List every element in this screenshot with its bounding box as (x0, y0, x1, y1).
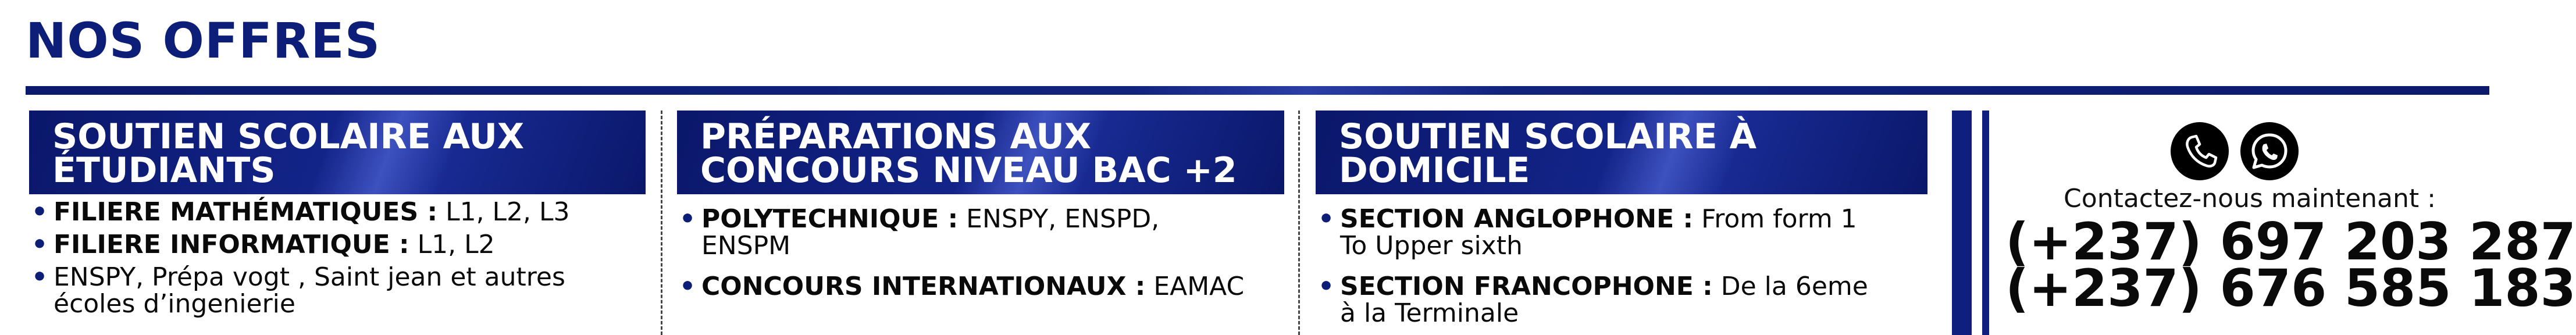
list-item: • CONCOURS INTERNATIONAUX : EAMAC (677, 273, 1284, 300)
bullet-icon: • (31, 230, 48, 259)
item-key: FILIERE MATHÉMATIQUES : (54, 197, 438, 227)
item-key: FILIERE INFORMATIQUE : (54, 230, 409, 259)
item-value: De la 6eme (1712, 272, 1868, 301)
list-item: • SECTION FRANCOPHONE : De la 6eme à la … (1316, 273, 1927, 327)
offer-heading: SOUTIEN SCOLAIRE AUX ÉTUDIANTS (29, 111, 646, 194)
offer-heading-line: CONCOURS NIVEAU BAC +2 (700, 150, 1237, 191)
dashed-divider (1298, 111, 1300, 335)
offer-heading-line: ÉTUDIANTS (52, 150, 276, 191)
item-continuation: To Upper sixth (1340, 231, 1523, 261)
offer-heading: PRÉPARATIONS AUX CONCOURS NIVEAU BAC +2 (677, 111, 1284, 194)
page-title: NOS OFFRES (26, 12, 381, 69)
list-item: • SECTION ANGLOPHONE : From form 1 To Up… (1316, 206, 1927, 259)
bullet-icon: • (1318, 204, 1335, 234)
phone-number[interactable]: (+237) 676 585 183 (2005, 258, 2576, 318)
offer-card-exam-prep: PRÉPARATIONS AUX CONCOURS NIVEAU BAC +2 … (677, 111, 1284, 300)
item-continuation: écoles d’ingenierie (54, 289, 295, 319)
list-item: • FILIERE MATHÉMATIQUES : L1, L2, L3 (29, 199, 646, 226)
list-item: • POLYTECHNIQUE : ENSPY, ENSPD, ENSPM (677, 206, 1284, 259)
item-value: EAMAC (1145, 272, 1245, 301)
item-value: ENSPY, Prépa vogt , Saint jean et autres (54, 262, 565, 292)
offer-heading-line: PRÉPARATIONS AUX (700, 116, 1092, 157)
item-key: SECTION ANGLOPHONE : (1340, 204, 1694, 234)
contact-icons (2171, 122, 2310, 186)
title-underline (26, 86, 2489, 95)
item-value: From form 1 (1693, 204, 1857, 234)
bullet-icon: • (31, 197, 48, 227)
item-key: SECTION FRANCOPHONE : (1340, 272, 1713, 301)
offer-card-home-tutoring: SOUTIEN SCOLAIRE À DOMICILE • SECTION AN… (1316, 111, 1927, 327)
dashed-divider (661, 111, 662, 335)
bullet-icon: • (31, 262, 48, 292)
item-continuation: à la Terminale (1340, 298, 1519, 328)
item-continuation: ENSPM (701, 231, 791, 261)
offer-item-list: • FILIERE MATHÉMATIQUES : L1, L2, L3 • F… (29, 199, 646, 318)
phone-icon[interactable] (2171, 122, 2229, 180)
accent-bar (1952, 111, 1972, 335)
list-item: • ENSPY, Prépa vogt , Saint jean et autr… (29, 264, 646, 318)
offer-item-list: • POLYTECHNIQUE : ENSPY, ENSPD, ENSPM • … (677, 206, 1284, 300)
contact-label: Contactez-nous maintenant : (2064, 184, 2436, 213)
offer-heading-line: DOMICILE (1339, 150, 1530, 191)
bullet-icon: • (679, 272, 696, 301)
item-value: L1, L2 (409, 230, 495, 259)
item-key: POLYTECHNIQUE : (701, 204, 959, 234)
offer-heading-line: SOUTIEN SCOLAIRE AUX (52, 116, 525, 157)
accent-bar (1982, 111, 1989, 335)
offer-card-university-tutoring: SOUTIEN SCOLAIRE AUX ÉTUDIANTS • FILIERE… (29, 111, 646, 318)
whatsapp-icon[interactable] (2240, 122, 2299, 180)
bullet-icon: • (1318, 272, 1335, 301)
item-value: L1, L2, L3 (437, 197, 570, 227)
phone-number[interactable]: (+237) 697 203 287 (2005, 212, 2576, 272)
bullet-icon: • (679, 204, 696, 234)
item-value: ENSPY, ENSPD, (958, 204, 1160, 234)
offer-item-list: • SECTION ANGLOPHONE : From form 1 To Up… (1316, 206, 1927, 327)
offer-heading: SOUTIEN SCOLAIRE À DOMICILE (1316, 111, 1927, 194)
list-item: • FILIERE INFORMATIQUE : L1, L2 (29, 231, 646, 258)
item-key: CONCOURS INTERNATIONAUX : (701, 272, 1146, 301)
offer-heading-line: SOUTIEN SCOLAIRE À (1339, 116, 1757, 157)
